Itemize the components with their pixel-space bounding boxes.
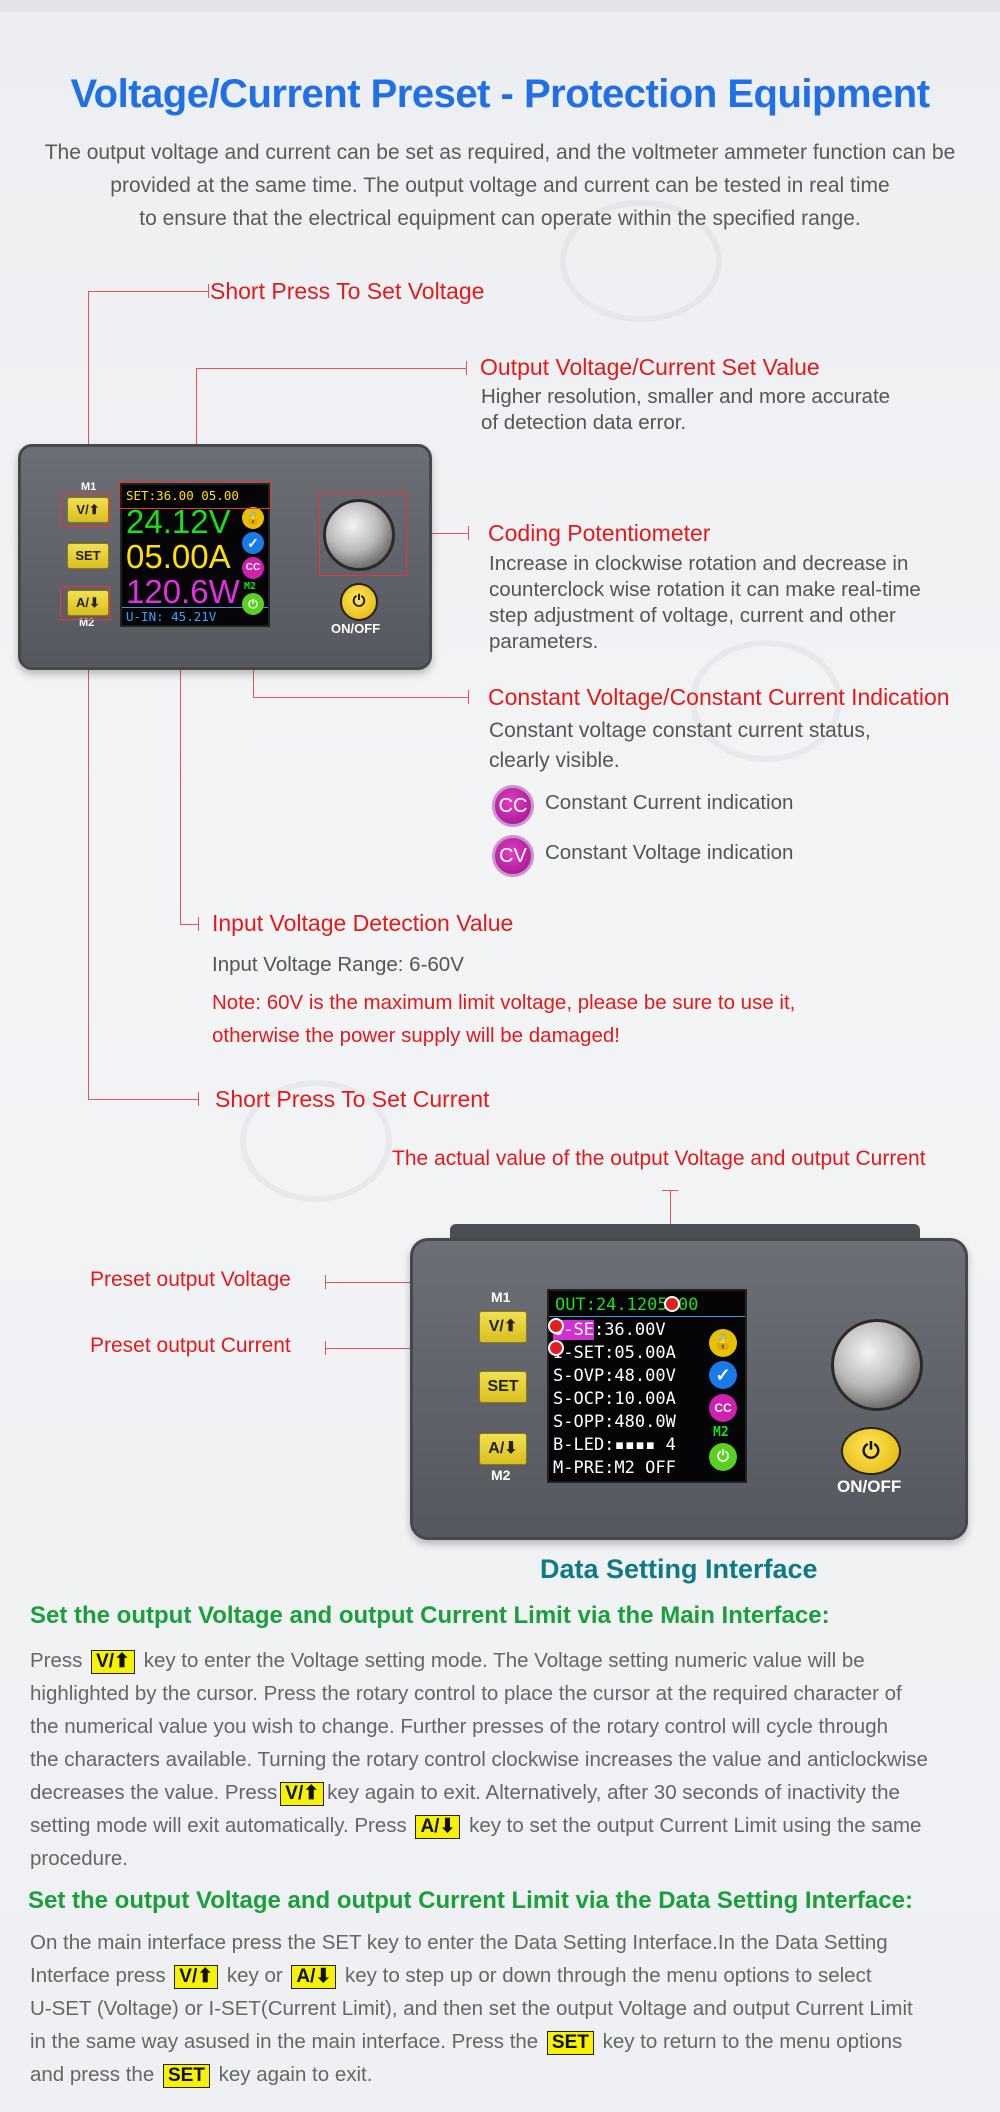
cc-indicator-icon: CC (492, 785, 534, 827)
preset-voltage-marker (548, 1318, 564, 1334)
power-icon: ⏻ (709, 1443, 737, 1471)
a-key-inline: A/⬇ (291, 1965, 337, 1989)
watermark-logo (690, 640, 842, 762)
section2-heading: Set the output Voltage and output Curren… (28, 1887, 913, 1914)
cv-cc-desc: Constant voltage constant current status… (489, 719, 871, 772)
input-voltage-note: Note: 60V is the maximum limit voltage, … (212, 991, 796, 1047)
cv-indicator-icon: CV (492, 835, 534, 877)
cv-indicator-text: Constant Voltage indication (545, 841, 794, 864)
m1-label: M1 (81, 481, 97, 493)
power-button[interactable]: ⏻ (841, 1427, 901, 1475)
v-up-key[interactable]: V/⬆ (67, 497, 109, 523)
output-power: 120.6W (126, 573, 240, 610)
set-key-inline: SET (546, 2031, 594, 2055)
coding-pot-desc: Increase in clockwise rotation and decre… (489, 552, 921, 653)
rotary-knob[interactable] (831, 1319, 923, 1411)
m2-tag: M2 (244, 581, 257, 592)
preset-current-label: Preset output Current (90, 1334, 291, 1357)
set-key[interactable]: SET (67, 543, 109, 569)
s-opp-line: S-OPP:480.0W (553, 1412, 676, 1432)
b-led-line: B-LED:▪▪▪▪ 4 (553, 1435, 676, 1455)
onoff-label: ON/OFF (837, 1477, 902, 1496)
set-key-inline: SET (162, 2064, 210, 2088)
cv-cc-label: Constant Voltage/Constant Current Indica… (488, 684, 950, 710)
actual-value-marker (664, 1296, 680, 1312)
a-key-highlight (60, 586, 110, 620)
v-key-inline: V/⬆ (174, 1965, 219, 1989)
intro-text: The output voltage and current can be se… (44, 141, 956, 230)
output-current: 05.00A (126, 538, 231, 575)
a-key-inline: A/⬇ (415, 1815, 461, 1839)
short-press-current-label: Short Press To Set Current (215, 1086, 490, 1112)
power-icon: ⏻ (242, 593, 264, 615)
s-ovp-line: S-OVP:48.00V (553, 1366, 676, 1386)
watermark-logo (560, 200, 722, 322)
m2-tag: M2 (713, 1425, 729, 1440)
v-key-inline: V/⬆ (280, 1782, 325, 1806)
m1-label: M1 (491, 1289, 511, 1305)
actual-value-label: The actual value of the output Voltage a… (392, 1147, 926, 1170)
knob-highlight (319, 492, 407, 576)
preset-current-marker (548, 1340, 564, 1356)
input-voltage: U-IN: 45.21V (126, 609, 217, 624)
output-set-value-label: Output Voltage/Current Set Value (480, 354, 820, 380)
cc-indicator-text: Constant Current indication (545, 791, 794, 814)
coding-pot-label: Coding Potentiometer (488, 520, 711, 546)
s-ocp-line: S-OCP:10.00A (553, 1389, 676, 1409)
v-key-highlight (60, 493, 110, 527)
v-key-inline: V/⬆ (91, 1650, 135, 1674)
check-icon: ✓ (242, 532, 264, 554)
section1-heading: Set the output Voltage and output Curren… (30, 1602, 830, 1629)
cc-icon: CC (709, 1394, 737, 1422)
lcd-screen: OUT:24.1205.00 U-SE:36.00V I-SET:05.00A … (547, 1289, 747, 1483)
watermark-logo (240, 1080, 392, 1202)
v-up-key[interactable]: V/⬆ (479, 1311, 527, 1343)
data-setting-caption: Data Setting Interface (540, 1554, 818, 1584)
m-pre-line: M-PRE:M2 OFF (553, 1458, 676, 1478)
output-set-value-desc: Higher resolution, smaller and more accu… (481, 385, 891, 434)
a-down-key[interactable]: A/⬇ (479, 1433, 527, 1465)
section1-paragraph: Press V/⬆ key to enter the Voltage setti… (30, 1649, 928, 1870)
page-title: Voltage/Current Preset - Protection Equi… (70, 72, 930, 116)
onoff-label: ON/OFF (331, 621, 381, 636)
top-bar (0, 0, 1000, 12)
lock-icon: 🔓 (709, 1329, 737, 1357)
section2-paragraph: On the main interface press the SET key … (30, 1931, 913, 2088)
output-voltage: 24.12V (126, 503, 231, 540)
m2-label: M2 (491, 1467, 511, 1483)
i-set-line: I-SET:05.00A (553, 1343, 676, 1363)
check-icon: ✓ (709, 1361, 737, 1389)
cc-icon: CC (242, 557, 264, 579)
input-voltage-range: Input Voltage Range: 6-60V (212, 953, 464, 976)
set-line-highlight (119, 481, 271, 509)
rotary-knob[interactable] (323, 499, 395, 571)
a-down-key[interactable]: A/⬇ (67, 590, 109, 616)
data-setting-device: M1 V/⬆ SET A/⬇ M2 OUT:24.1205.00 U-SE:36… (410, 1238, 968, 1540)
set-value-line: SET:36.00 05.00 (126, 488, 239, 503)
power-button[interactable]: ⏻ (340, 583, 378, 621)
set-key[interactable]: SET (479, 1371, 527, 1403)
input-voltage-label: Input Voltage Detection Value (212, 910, 514, 936)
lock-icon: 🔓 (242, 507, 264, 529)
u-set-line: U-SE:36.00V (553, 1320, 666, 1340)
short-press-voltage-label: Short Press To Set Voltage (210, 278, 485, 304)
m2-label: M2 (79, 617, 95, 629)
lcd-screen: SET:36.00 05.00 24.12V 05.00A 120.6W U-I… (120, 483, 270, 627)
preset-voltage-label: Preset output Voltage (90, 1268, 291, 1291)
